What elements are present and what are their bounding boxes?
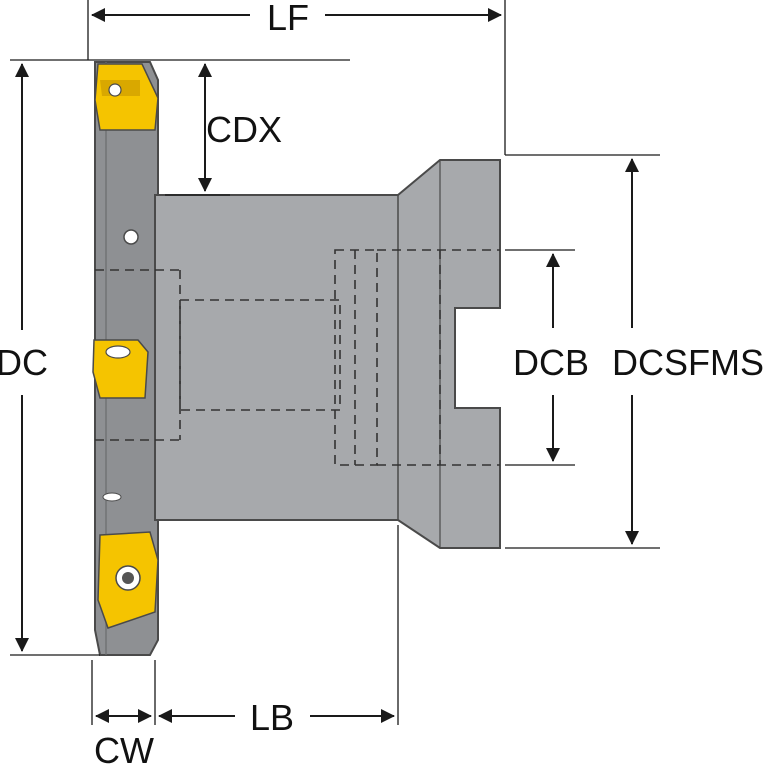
arbor-slot-outline	[334, 249, 378, 466]
extension-lines	[10, 0, 660, 725]
insert-middle	[92, 339, 149, 399]
body-main	[154, 159, 501, 549]
insert-bottom	[97, 531, 159, 629]
label-dcsfms: DCSFMS	[612, 342, 764, 383]
insert-screw-icon	[105, 345, 131, 359]
label-lb: LB	[250, 697, 294, 738]
cutter-body	[94, 61, 501, 656]
label-lf: LF	[267, 0, 309, 38]
label-dc: DC	[0, 342, 48, 383]
label-cw: CW	[94, 730, 154, 767]
hidden-lines	[95, 249, 500, 466]
insert-top	[94, 63, 159, 131]
label-cdx: CDX	[206, 109, 282, 150]
insert-screw-icon	[108, 83, 122, 97]
screw-hole	[123, 229, 139, 245]
coolant-hole	[102, 492, 122, 502]
center-bore-outline	[179, 299, 341, 411]
dimension-lines	[15, 8, 639, 723]
label-dcb: DCB	[513, 342, 589, 383]
